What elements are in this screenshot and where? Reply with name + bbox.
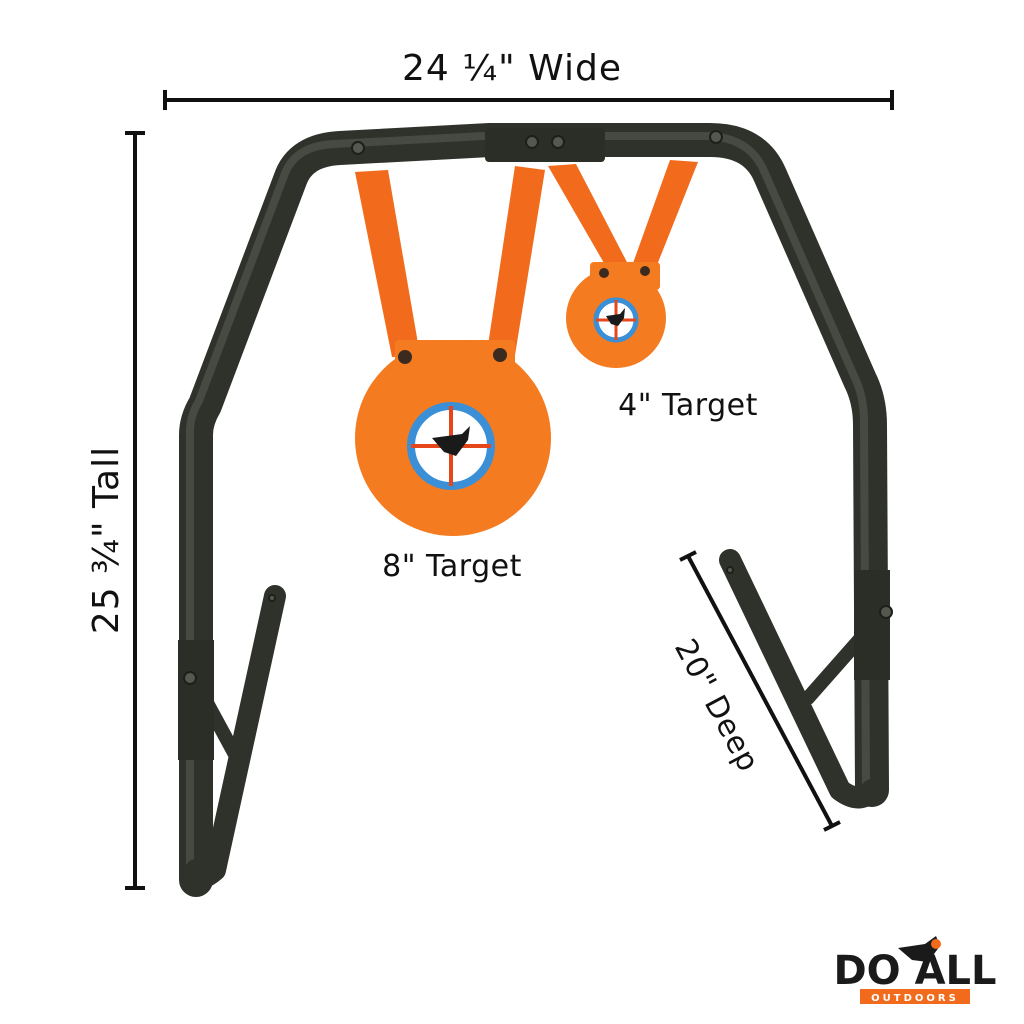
depth-label: 20" Deep <box>667 633 766 777</box>
large-target-label: 8" Target <box>382 549 522 584</box>
height-label: 25 ¾" Tall <box>86 446 127 634</box>
strap-left-small <box>548 164 630 270</box>
stand-frame <box>178 123 890 897</box>
width-label: 24 ¼" Wide <box>402 48 622 89</box>
strap-right-small <box>632 160 698 270</box>
height-dimension: 25 ¾" Tall <box>86 131 145 890</box>
left-foot <box>185 585 286 889</box>
rhino-head-icon <box>898 936 940 962</box>
width-dimension: 24 ¼" Wide <box>163 48 894 110</box>
frame-bolts <box>183 130 893 685</box>
strap-right-large <box>487 166 545 355</box>
logo-sub: OUTDOORS <box>871 993 959 1004</box>
rhino-logo-icon <box>432 426 470 456</box>
small-target-label: 4" Target <box>618 388 758 423</box>
brand-logo: DO ALL OUTDOORS <box>833 936 997 1004</box>
right-foot <box>719 549 883 809</box>
hanging-straps <box>355 160 698 357</box>
small-target <box>566 262 666 368</box>
large-target <box>355 340 551 536</box>
frame-arch <box>179 123 889 897</box>
strap-left-large <box>355 170 420 357</box>
